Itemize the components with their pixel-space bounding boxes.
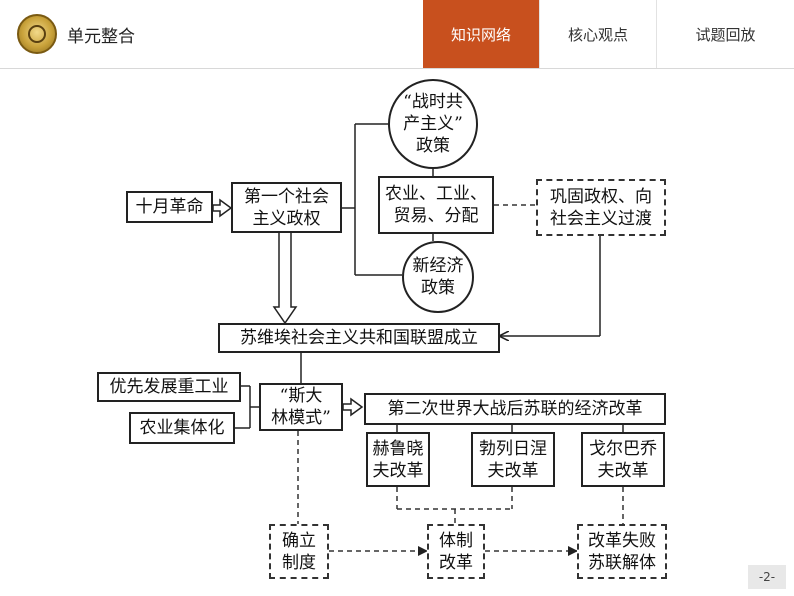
node-ussr-founded: 苏维埃社会主义共和国联盟成立 bbox=[218, 323, 500, 353]
knowledge-network-diagram: 十月革命 第一个社会 主义政权 “战时共 产主义” 政策 农业、工业、 贸易、分… bbox=[0, 69, 794, 596]
node-first-socialist-regime: 第一个社会 主义政权 bbox=[231, 182, 342, 233]
school-logo-icon bbox=[17, 14, 57, 54]
node-brezhnev-reform: 勃列日涅 夫改革 bbox=[471, 432, 555, 487]
tab-label: 试题回放 bbox=[695, 25, 756, 44]
node-khrushchev-reform: 赫鲁晓 夫改革 bbox=[366, 432, 430, 487]
node-system-reform: 体制 改革 bbox=[427, 524, 485, 579]
hollow-arrow-revolution-to-regime bbox=[212, 198, 233, 218]
node-october-revolution: 十月革命 bbox=[126, 191, 213, 223]
page-title: 单元整合 bbox=[67, 27, 135, 47]
tab-knowledge-network[interactable]: 知识网络 bbox=[423, 0, 539, 68]
header-bar: 单元整合 知识网络 核心观点 试题回放 bbox=[0, 0, 794, 68]
hollow-arrow-regime-to-ussr bbox=[272, 233, 298, 325]
branch-connector-regime bbox=[342, 123, 402, 276]
link-policies-to-stalin bbox=[235, 385, 259, 429]
node-establish-system: 确立 制度 bbox=[269, 524, 329, 579]
tab-label: 核心观点 bbox=[567, 25, 628, 44]
node-gorbachev-reform: 戈尔巴乔 夫改革 bbox=[581, 432, 665, 487]
node-collectivization: 农业集体化 bbox=[129, 412, 235, 444]
node-new-economic-policy: 新经济 政策 bbox=[402, 241, 474, 313]
logo-emblem-icon bbox=[28, 25, 46, 43]
node-distribution: 农业、工业、 贸易、分配 bbox=[378, 176, 494, 234]
arrow-consolidate-to-ussr bbox=[500, 236, 601, 336]
node-reform-failure: 改革失败 苏联解体 bbox=[577, 524, 667, 579]
diagram-connectors bbox=[212, 123, 624, 556]
tab-label: 知识网络 bbox=[450, 25, 511, 44]
node-consolidate-regime: 巩固政权、向 社会主义过渡 bbox=[536, 179, 666, 236]
tab-core-views[interactable]: 核心观点 bbox=[539, 0, 656, 68]
node-heavy-industry: 优先发展重工业 bbox=[97, 372, 241, 402]
node-war-communism: “战时共 产主义” 政策 bbox=[388, 79, 478, 169]
hollow-arrow-stalin-to-reform bbox=[342, 397, 364, 417]
links-reform-to-leaders bbox=[396, 425, 624, 432]
header-divider bbox=[0, 68, 794, 69]
node-postwar-economic-reform: 第二次世界大战后苏联的经济改革 bbox=[364, 393, 666, 425]
page-number: -2- bbox=[748, 565, 786, 589]
node-stalin-model: “斯大 林模式” bbox=[259, 383, 343, 431]
tab-exam-review[interactable]: 试题回放 bbox=[656, 0, 794, 68]
dashed-links-leaders-to-system-reform bbox=[396, 487, 513, 524]
